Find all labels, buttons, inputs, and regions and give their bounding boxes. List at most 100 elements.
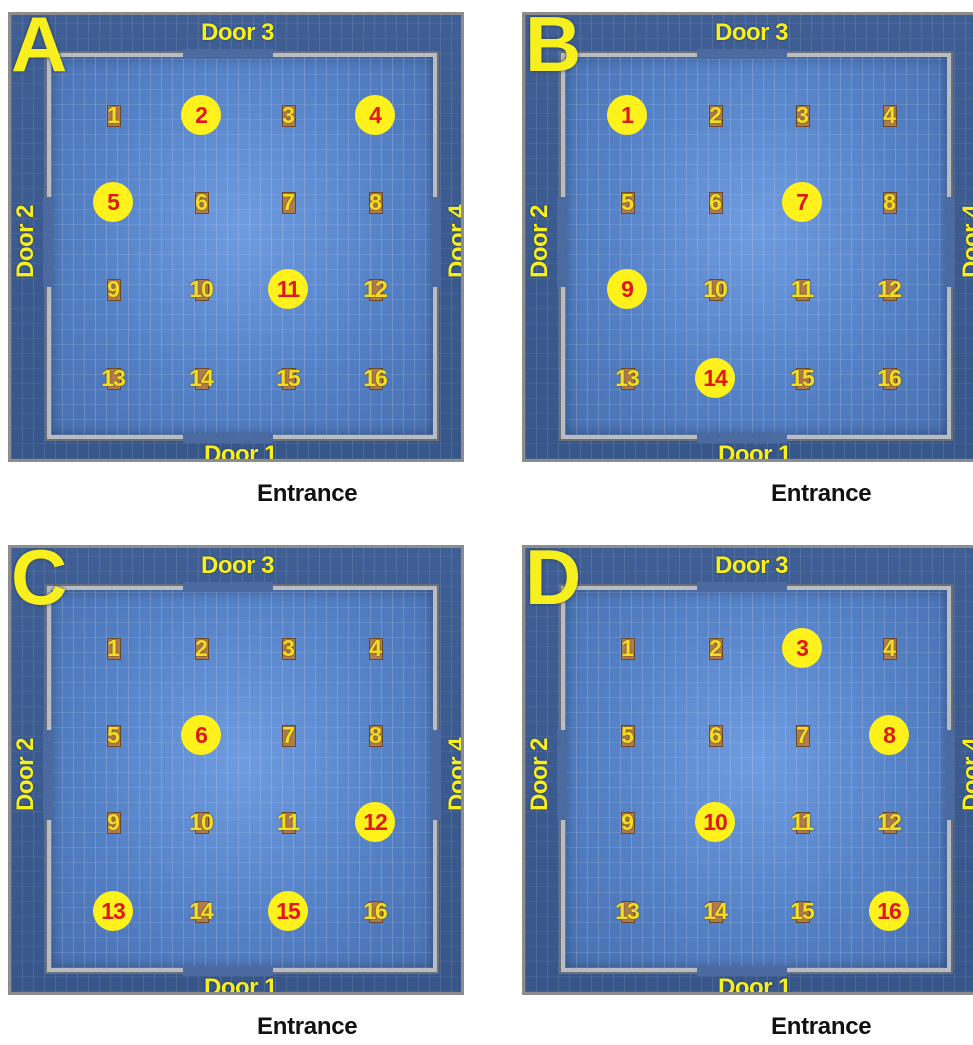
station-number: 15	[276, 364, 301, 391]
station-10: 10	[178, 799, 224, 845]
station-3: 3	[779, 92, 825, 138]
station-number: 7	[282, 188, 295, 215]
door-2-opening	[557, 197, 567, 287]
door-1-label: Door 1	[204, 441, 278, 462]
station-1: 1	[90, 625, 136, 671]
station-number: 1	[621, 634, 634, 661]
station-number: 14	[189, 897, 214, 924]
station-9: 9	[604, 799, 650, 845]
station-6: 6	[692, 179, 738, 225]
station-marker	[282, 812, 296, 834]
station-15: 15	[265, 888, 311, 934]
station-marker	[195, 368, 209, 390]
station-marker	[621, 725, 635, 747]
door-2-label: Door 2	[526, 204, 553, 278]
station-number: 15	[790, 364, 815, 391]
station-marker	[796, 105, 810, 127]
station-11: 11	[265, 266, 311, 312]
door-4-label: Door 4	[444, 738, 464, 811]
station-2: 2	[692, 92, 738, 138]
station-number: 4	[369, 634, 382, 661]
station-number: 7	[796, 188, 809, 215]
station-number: 7	[282, 721, 295, 748]
door-4-label: Door 4	[958, 205, 973, 278]
station-marker	[796, 725, 810, 747]
station-12: 12	[866, 799, 912, 845]
station-13: 13	[604, 888, 650, 934]
station-15: 15	[265, 355, 311, 401]
door-1-opening	[183, 433, 273, 443]
station-marker	[107, 279, 121, 301]
door-4-label: Door 4	[958, 738, 973, 811]
panel-a: Door 3 Door 1 Door 2 Door 4 123456789101…	[8, 12, 464, 512]
station-number: 8	[369, 188, 382, 215]
station-marker	[195, 812, 209, 834]
station-marker	[796, 901, 810, 923]
station-8: 8	[352, 179, 398, 225]
door-3-label: Door 3	[201, 19, 275, 46]
station-number: 3	[796, 101, 809, 128]
station-number: 10	[703, 275, 728, 302]
station-number: 13	[101, 897, 126, 924]
station-number: 8	[883, 188, 896, 215]
door-2-label: Door 2	[526, 737, 553, 811]
panel-c: Door 3 Door 1 Door 2 Door 4 123456789101…	[8, 545, 464, 1045]
door-3-opening	[183, 49, 273, 59]
station-marker	[282, 192, 296, 214]
station-6: 6	[692, 712, 738, 758]
station-number: 1	[107, 101, 120, 128]
station-number: 3	[796, 634, 809, 661]
station-number: 15	[276, 897, 301, 924]
station-3: 3	[265, 625, 311, 671]
station-marker	[195, 901, 209, 923]
door-4-label: Door 4	[444, 205, 464, 278]
station-marker	[282, 638, 296, 660]
station-13: 13	[90, 888, 136, 934]
station-number: 14	[703, 897, 728, 924]
station-number: 16	[363, 364, 388, 391]
station-15: 15	[779, 355, 825, 401]
door-2-label: Door 2	[12, 204, 39, 278]
station-14: 14	[692, 888, 738, 934]
station-number: 11	[790, 275, 814, 302]
station-marker	[621, 812, 635, 834]
station-2: 2	[692, 625, 738, 671]
station-number: 16	[877, 897, 902, 924]
door-1-opening	[697, 433, 787, 443]
station-1: 1	[604, 625, 650, 671]
station-marker	[709, 192, 723, 214]
station-4: 4	[352, 625, 398, 671]
station-marker	[709, 725, 723, 747]
station-number: 6	[709, 721, 722, 748]
station-7: 7	[779, 179, 825, 225]
door-2-opening	[557, 730, 567, 820]
station-marker	[369, 279, 383, 301]
station-marker	[883, 279, 897, 301]
door-3-opening	[183, 582, 273, 592]
station-14: 14	[692, 355, 738, 401]
panel-letter: C	[11, 545, 68, 621]
station-number: 1	[621, 101, 634, 128]
station-marker	[883, 368, 897, 390]
station-marker	[195, 192, 209, 214]
station-number: 4	[883, 101, 896, 128]
station-number: 5	[107, 721, 120, 748]
door-1-opening	[183, 966, 273, 976]
station-marker	[282, 725, 296, 747]
station-marker	[107, 105, 121, 127]
station-number: 3	[282, 101, 295, 128]
station-number: 14	[703, 364, 728, 391]
station-marker	[369, 638, 383, 660]
station-marker	[195, 638, 209, 660]
station-marker	[883, 812, 897, 834]
entrance-label: Entrance	[771, 1013, 872, 1040]
station-marker	[107, 725, 121, 747]
station-number: 13	[615, 897, 640, 924]
entrance-label: Entrance	[771, 480, 872, 507]
entrance-label: Entrance	[257, 1013, 358, 1040]
station-number: 6	[195, 188, 208, 215]
station-marker	[369, 192, 383, 214]
station-marker	[195, 279, 209, 301]
station-marker	[621, 192, 635, 214]
station-3: 3	[779, 625, 825, 671]
